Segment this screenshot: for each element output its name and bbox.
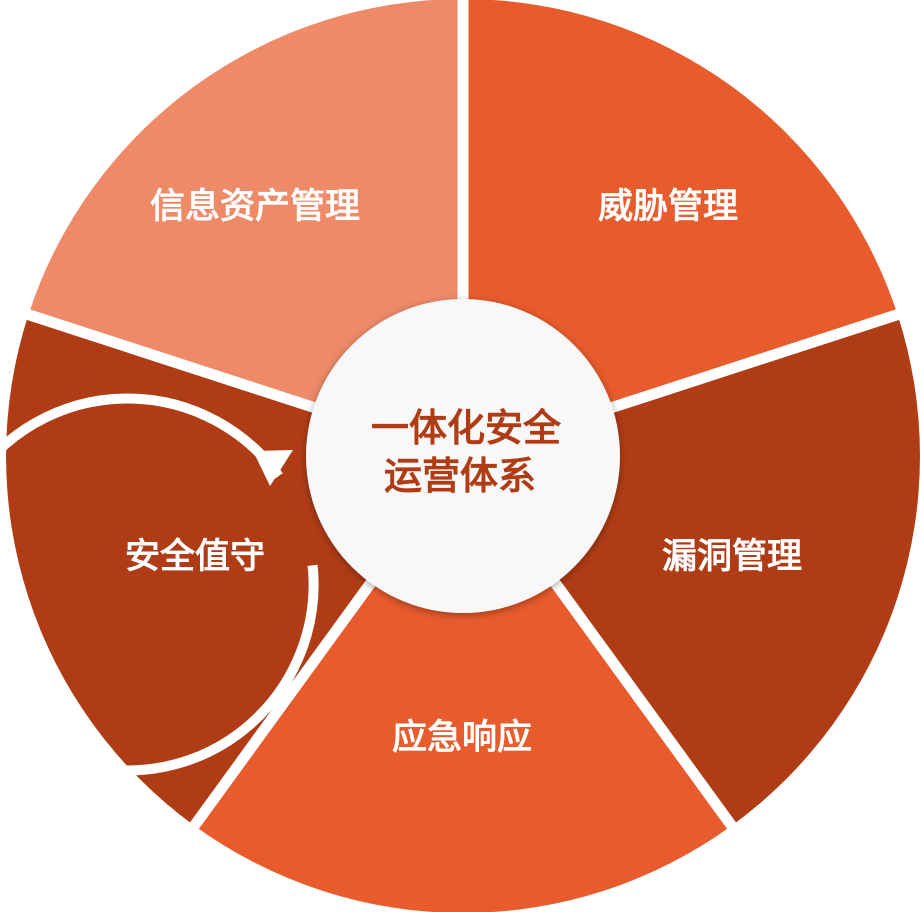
cycle-ring <box>0 393 319 776</box>
center-title-line1: 一体化安全 <box>371 406 562 450</box>
segment-asset-management[interactable] <box>28 0 463 456</box>
label-vulnerability-management: 漏洞管理 <box>662 537 802 577</box>
label-security-duty: 安全值守 <box>125 536 265 577</box>
center-disc <box>306 299 620 613</box>
label-emergency-response: 应急响应 <box>392 717 532 758</box>
arrow-down-icon <box>253 450 293 486</box>
segment-threat-management[interactable] <box>463 0 898 456</box>
center-title-line2: 运营体系 <box>384 454 536 498</box>
segment-emergency-response[interactable] <box>194 456 732 912</box>
cycle-ring-arc <box>0 393 319 776</box>
label-asset-management: 信息资产管理 <box>150 186 360 227</box>
label-threat-management: 威胁管理 <box>598 187 738 227</box>
